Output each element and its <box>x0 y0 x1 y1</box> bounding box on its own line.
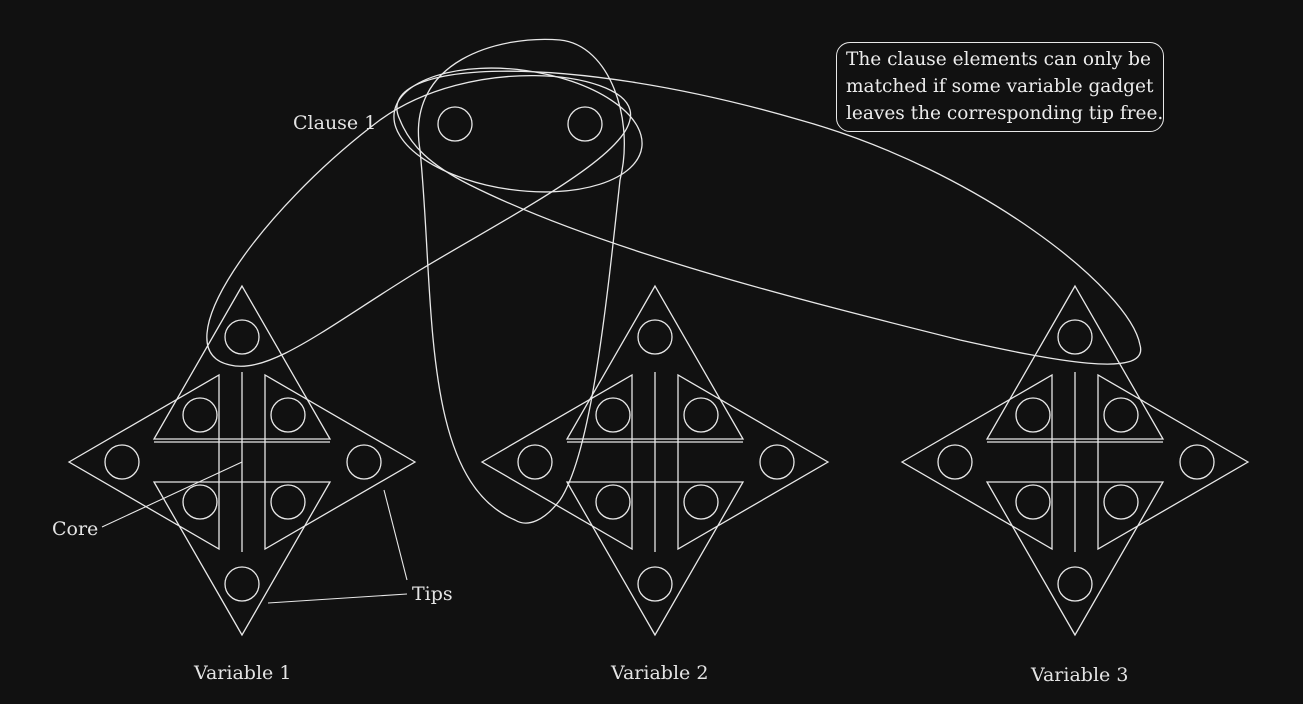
tip-node-right <box>346 444 382 480</box>
pointer-lines <box>101 461 408 604</box>
core-node-bottom-left <box>182 484 218 520</box>
core-node-bottom-left <box>595 484 631 520</box>
tip-triangle-right <box>264 373 417 551</box>
tip-triangle-left <box>480 373 633 551</box>
tip-node-left <box>937 444 973 480</box>
core-node-top-right <box>270 397 306 433</box>
tip-node-bottom <box>1057 566 1093 602</box>
core-node-bottom-right <box>683 484 719 520</box>
tip-triangle-left <box>67 373 220 551</box>
tip-node-right <box>1179 444 1215 480</box>
callout-line-3: leaves the corresponding tip free. <box>846 103 1164 124</box>
tip-triangle-left <box>900 373 1053 551</box>
clause-element-2 <box>567 106 603 142</box>
explanation-callout: The clause elements can only be matched … <box>836 42 1164 132</box>
tip-node-top <box>1057 319 1093 355</box>
clause-1-ellipse <box>393 67 643 193</box>
core-node-top-right <box>683 397 719 433</box>
core-label: Core <box>52 518 98 540</box>
clause-element-1 <box>437 106 473 142</box>
tip-node-bottom <box>224 566 260 602</box>
variable-2-label: Variable 2 <box>610 662 708 684</box>
tips-label: Tips <box>412 583 453 605</box>
variable-gadgets <box>67 284 1250 637</box>
clause-1-nodes <box>437 106 603 142</box>
core-node-bottom-right <box>1103 484 1139 520</box>
clause-1-label: Clause 1 <box>293 112 376 134</box>
tip-node-bottom <box>637 566 673 602</box>
variable-3-label: Variable 3 <box>1030 664 1128 686</box>
variable-1-label: Variable 1 <box>193 662 291 684</box>
core-node-bottom-left <box>1015 484 1051 520</box>
tips-pointer-line-lower <box>267 593 408 604</box>
tip-node-top <box>224 319 260 355</box>
callout-line-1: The clause elements can only be <box>846 49 1151 70</box>
core-node-bottom-right <box>270 484 306 520</box>
tip-triangle-right <box>677 373 830 551</box>
tip-node-left <box>104 444 140 480</box>
clause-loop-to-variable-1 <box>206 74 632 367</box>
tip-triangle-right <box>1097 373 1250 551</box>
tip-node-left <box>517 444 553 480</box>
variable-gadget-3 <box>900 284 1250 637</box>
variable-gadget-1 <box>67 284 417 637</box>
core-node-top-right <box>1103 397 1139 433</box>
variable-gadget-2 <box>480 284 830 637</box>
callout-line-2: matched if some variable gadget <box>846 76 1154 97</box>
tip-node-right <box>759 444 795 480</box>
core-node-top-left <box>595 397 631 433</box>
tips-pointer-line-upper <box>383 489 408 581</box>
clause-loop-to-variable-3 <box>396 70 1142 365</box>
tip-node-top <box>637 319 673 355</box>
core-node-top-left <box>1015 397 1051 433</box>
core-pointer-line <box>101 461 243 528</box>
clause-loops <box>206 38 1142 524</box>
core-node-top-left <box>182 397 218 433</box>
clause-loop-to-variable-2 <box>417 38 625 524</box>
